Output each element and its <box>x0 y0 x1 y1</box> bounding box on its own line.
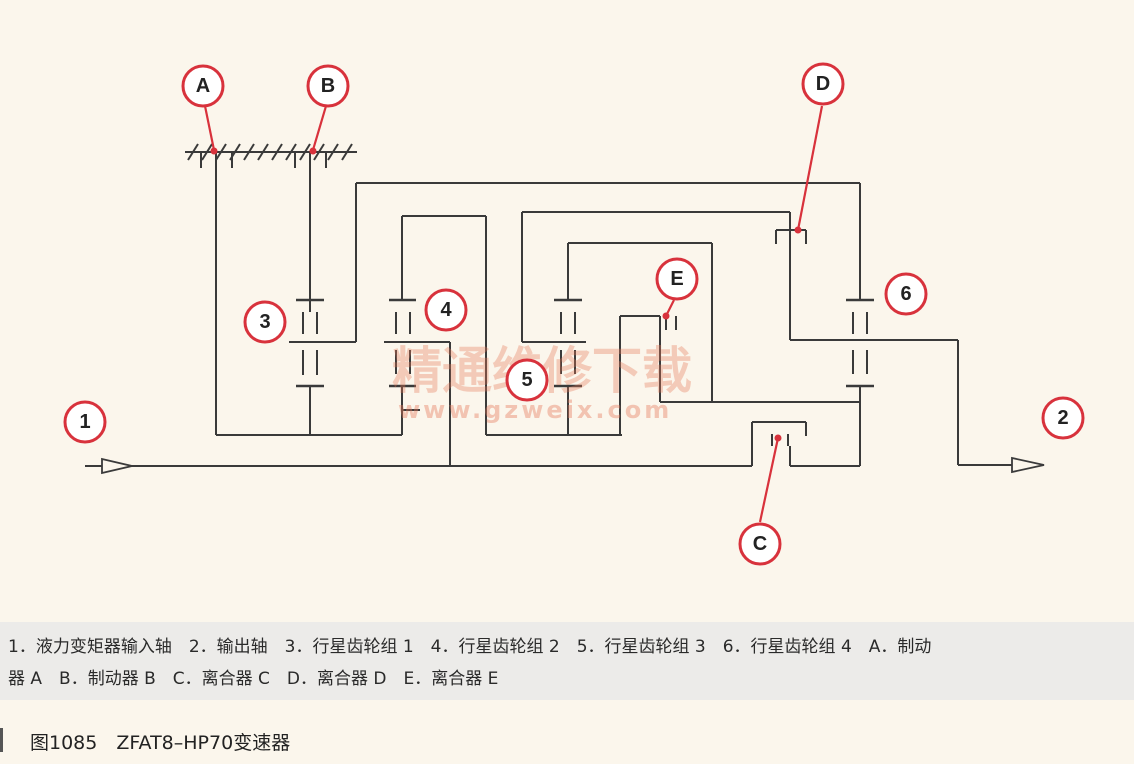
housing-ground <box>185 143 357 161</box>
svg-text:E: E <box>670 268 683 290</box>
clutch-e-symbol <box>619 315 860 435</box>
brake-a-symbol <box>200 152 233 435</box>
svg-text:B: B <box>321 75 335 97</box>
svg-text:6: 6 <box>900 283 911 305</box>
marker-1: 1 <box>63 400 107 444</box>
planetary-gearset-4 <box>846 298 874 466</box>
output-arrow-icon <box>1011 456 1045 474</box>
svg-text:A: A <box>196 75 210 97</box>
legend: 1．液力变矩器输入轴 2．输出轴 3．行星齿轮组 1 4．行星齿轮组 2 5．行… <box>0 622 1134 700</box>
marker-6: 6 <box>884 272 928 316</box>
marker-d: D <box>801 62 845 106</box>
leader-lines <box>203 105 824 523</box>
legend-line-1: 1．液力变矩器输入轴 2．输出轴 3．行星齿轮组 1 4．行星齿轮组 2 5．行… <box>8 637 932 657</box>
svg-text:D: D <box>816 73 830 95</box>
legend-line-2: 器 A B．制动器 B C．离合器 C D．离合器 D E．离合器 E <box>8 669 499 689</box>
figure-caption: 图1085 ZFAT8–HP70变速器 <box>30 732 291 754</box>
marker-a: A <box>181 64 225 108</box>
clutch-d-symbol <box>775 212 958 341</box>
svg-text:2: 2 <box>1057 407 1068 429</box>
outer-drum <box>356 182 861 300</box>
planetary-gearset-1 <box>289 183 357 435</box>
brake-b-symbol <box>294 152 327 300</box>
marker-b: B <box>306 64 350 108</box>
input-arrow-icon <box>101 457 133 475</box>
marker-5: 5 <box>505 358 549 402</box>
marker-2: 2 <box>1041 396 1085 440</box>
svg-text:3: 3 <box>259 311 270 333</box>
planetary-gearset-2 <box>384 215 622 466</box>
transmission-schematic: 精通维修下载 www.gzweix.com 1 2 3 4 5 6 <box>63 62 1085 566</box>
leader-dots <box>210 147 802 442</box>
marker-3: 3 <box>243 300 287 344</box>
watermark-url: www.gzweix.com <box>398 396 672 424</box>
planetary-gearset-3 <box>521 211 790 435</box>
svg-text:5: 5 <box>521 369 532 391</box>
marker-4: 4 <box>424 288 468 332</box>
output-shaft <box>957 340 1045 474</box>
input-shaft <box>85 457 752 475</box>
svg-text:1: 1 <box>79 411 90 433</box>
svg-text:C: C <box>753 533 767 555</box>
marker-c: C <box>738 522 782 566</box>
clutch-c-symbol <box>751 421 860 467</box>
svg-text:4: 4 <box>440 299 452 321</box>
marker-e: E <box>655 257 699 301</box>
caption-bar <box>0 728 3 752</box>
